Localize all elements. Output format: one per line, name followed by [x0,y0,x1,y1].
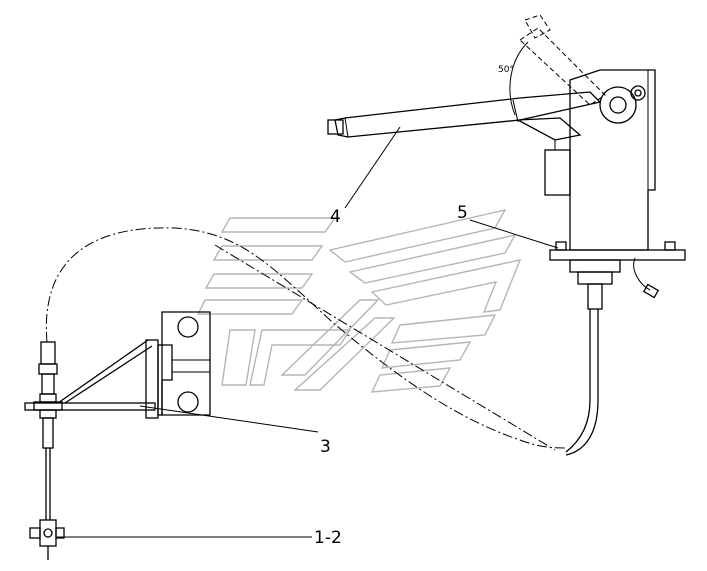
cable-bracket-assembly [24,311,211,560]
callout-label-3: 3 [320,437,331,457]
callout-label-1-2: 1-2 [314,528,342,548]
cable-route-line [45,227,567,449]
centerline [214,244,556,451]
callout-1-2: 1-2 [56,528,342,548]
callout-label-5: 5 [457,203,468,223]
callout-5: 5 [457,203,559,249]
callout-4: 4 [330,126,401,227]
angle-label: 50° [498,65,514,75]
callout-3: 3 [139,405,331,457]
hand-brake-lever-assembly [327,14,686,456]
watermark-logo [196,208,522,393]
callout-label-4: 4 [330,207,341,227]
angle-arc [509,41,529,116]
